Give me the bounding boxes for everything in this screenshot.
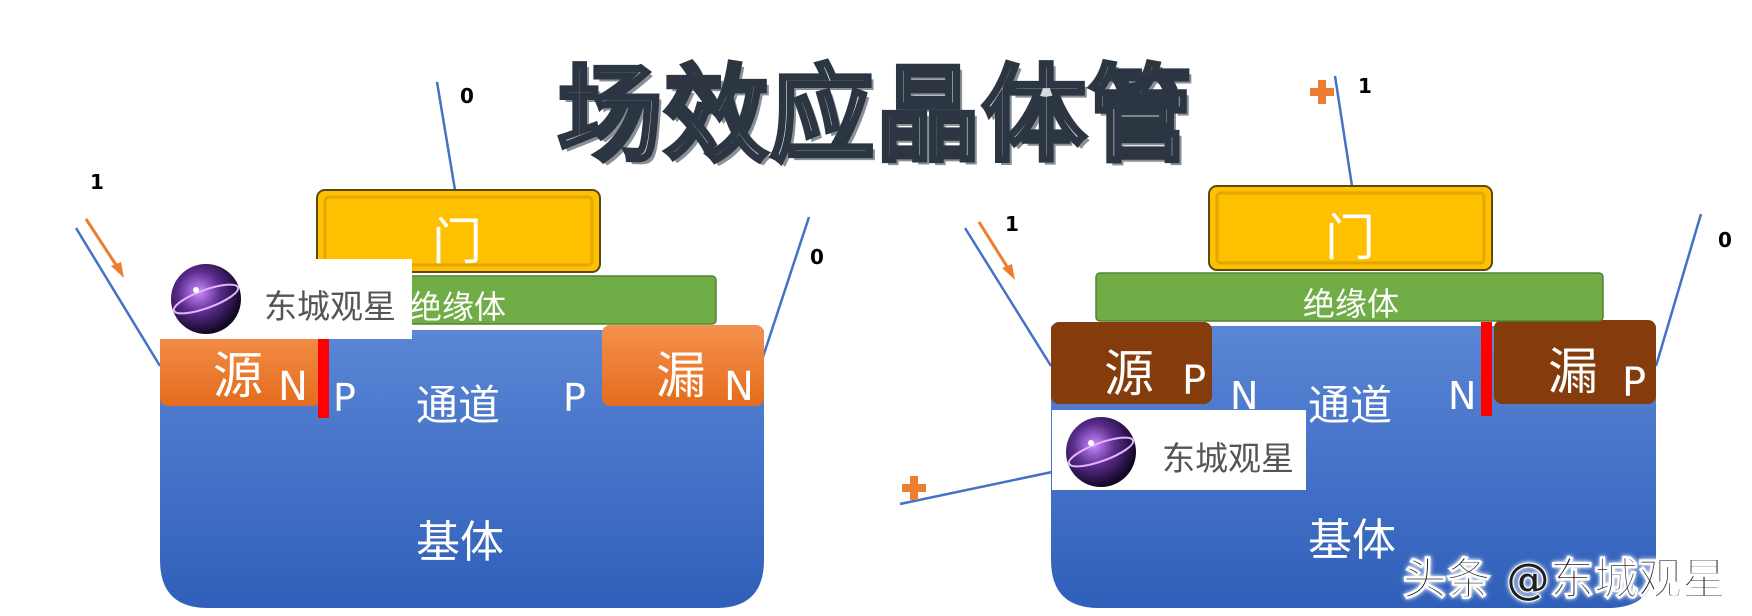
right-substrate-wire bbox=[899, 470, 1053, 506]
current-arrow-icon bbox=[84, 218, 124, 278]
right-insulator bbox=[1095, 272, 1604, 322]
left-source-type: N bbox=[278, 364, 308, 410]
right-source-wire bbox=[963, 227, 1053, 367]
left-channel-right-type: P bbox=[563, 376, 586, 420]
page-title: 场效应晶体管 bbox=[556, 52, 1194, 178]
current-arrow-icon bbox=[977, 221, 1015, 280]
left-channel-label: 通道 bbox=[416, 381, 501, 430]
right-channel-right-type: N bbox=[1448, 374, 1477, 418]
right-substrate-label: 基体 bbox=[1308, 515, 1396, 566]
left-drain-type: N bbox=[724, 364, 754, 410]
left-drain-region bbox=[602, 325, 764, 406]
right-drain-label: 漏 bbox=[1548, 343, 1598, 401]
left-insulator-label: 绝缘体 bbox=[410, 288, 507, 326]
right-drain-wire bbox=[1654, 213, 1703, 367]
left-source-wire bbox=[74, 227, 162, 367]
left-drain-label: 漏 bbox=[656, 347, 706, 405]
left-gate-label: 门 bbox=[432, 213, 482, 271]
right-drain-type: P bbox=[1622, 360, 1647, 406]
left-transistor bbox=[74, 81, 811, 608]
right-source-region bbox=[1051, 322, 1212, 404]
plus-sign-icon bbox=[902, 476, 926, 500]
left-source-label: 源 bbox=[213, 347, 263, 405]
watermark-label: 东城观星 bbox=[264, 287, 396, 326]
left-channel-left-type: P bbox=[333, 376, 356, 420]
right-channel-left-type: N bbox=[1230, 374, 1259, 418]
right-gate-value: 1 bbox=[1358, 74, 1372, 98]
planet-avatar-icon bbox=[1066, 417, 1136, 487]
right-drain-region bbox=[1494, 320, 1656, 404]
right-gate-wire bbox=[1333, 75, 1354, 187]
right-channel-label: 通道 bbox=[1308, 381, 1393, 430]
planet-avatar-icon bbox=[171, 264, 241, 334]
plus-sign-icon bbox=[1310, 80, 1334, 104]
right-source-label: 源 bbox=[1104, 345, 1154, 403]
right-drain-value: 0 bbox=[1718, 228, 1732, 252]
left-depletion-line bbox=[318, 336, 329, 418]
right-insulator-label: 绝缘体 bbox=[1303, 285, 1400, 323]
left-drain-wire bbox=[758, 216, 811, 367]
right-depletion-line bbox=[1481, 322, 1492, 416]
watermark-label: 东城观星 bbox=[1162, 439, 1294, 478]
right-gate-label: 门 bbox=[1325, 209, 1375, 267]
left-source-value: 1 bbox=[90, 170, 104, 194]
right-source-type: P bbox=[1182, 358, 1207, 404]
right-source-value: 1 bbox=[1005, 212, 1019, 236]
right-gate bbox=[1208, 185, 1493, 271]
left-substrate-label: 基体 bbox=[416, 517, 504, 568]
left-gate-value: 0 bbox=[460, 84, 474, 108]
right-transistor bbox=[899, 75, 1703, 608]
footer-watermark: 头条 @东城观星 bbox=[1402, 554, 1726, 606]
left-drain-value: 0 bbox=[810, 245, 824, 269]
left-source-region bbox=[160, 326, 320, 406]
left-gate bbox=[316, 189, 601, 273]
left-gate-wire bbox=[435, 81, 457, 191]
